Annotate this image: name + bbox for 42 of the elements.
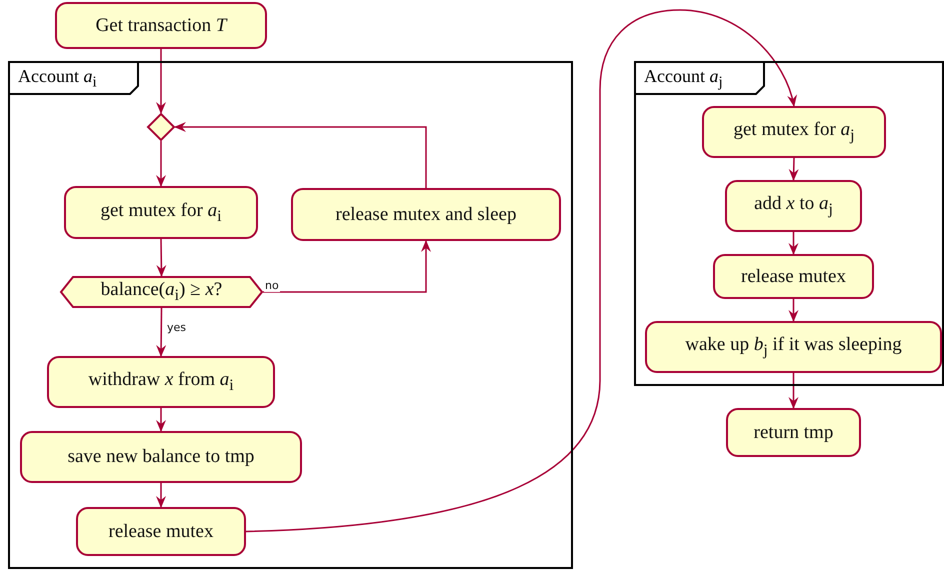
step-text: balance(a$_{i}$) ≥ x? [100, 279, 222, 305]
frame-title: Account a$_{j}$ [644, 66, 723, 92]
arrow [174, 122, 427, 188]
activity-box [713, 254, 874, 299]
activity-box [55, 2, 267, 49]
swimlane-frame [634, 61, 944, 386]
activity-box [64, 186, 258, 239]
step-text: get mutex for a$_{j}$ [733, 119, 854, 145]
arrow [246, 9, 796, 532]
activity-box [725, 180, 862, 232]
activity-box [726, 408, 861, 457]
activity-box [702, 106, 886, 158]
merge-diamond [147, 113, 175, 141]
step-text: get mutex for a$_{i}$ [100, 200, 222, 226]
step-text: wake up b$_{j}$ if it was sleeping [685, 334, 902, 360]
activity-box [76, 507, 246, 556]
arrow [788, 299, 798, 322]
step-text: Get transaction T [96, 14, 226, 36]
arrow [156, 408, 166, 432]
arrow [156, 308, 166, 357]
arrow [788, 232, 798, 255]
arrow [788, 373, 798, 409]
step-text: return tmp [754, 422, 834, 444]
frame-title: Account a$_{i}$ [18, 66, 97, 92]
step-text: save new balance to tmp [68, 446, 254, 468]
step-text: release mutex [108, 520, 214, 542]
activity-box [291, 188, 561, 241]
decision-hexagon [60, 276, 263, 308]
step-text: release mutex [741, 266, 846, 288]
swimlane-frame [8, 61, 573, 569]
arrow [156, 238, 166, 277]
step-text: add x to a$_{j}$ [754, 193, 833, 219]
arrow [263, 240, 431, 293]
activity-box [645, 321, 942, 373]
step-text: release mutex and sleep [336, 204, 516, 226]
arrow [156, 483, 166, 508]
arrow [788, 158, 799, 181]
step-text: withdraw x from a$_{i}$ [88, 369, 234, 395]
activity-box [20, 431, 302, 483]
arrow [156, 49, 166, 114]
arrow [156, 141, 166, 187]
activity-box [47, 356, 275, 408]
